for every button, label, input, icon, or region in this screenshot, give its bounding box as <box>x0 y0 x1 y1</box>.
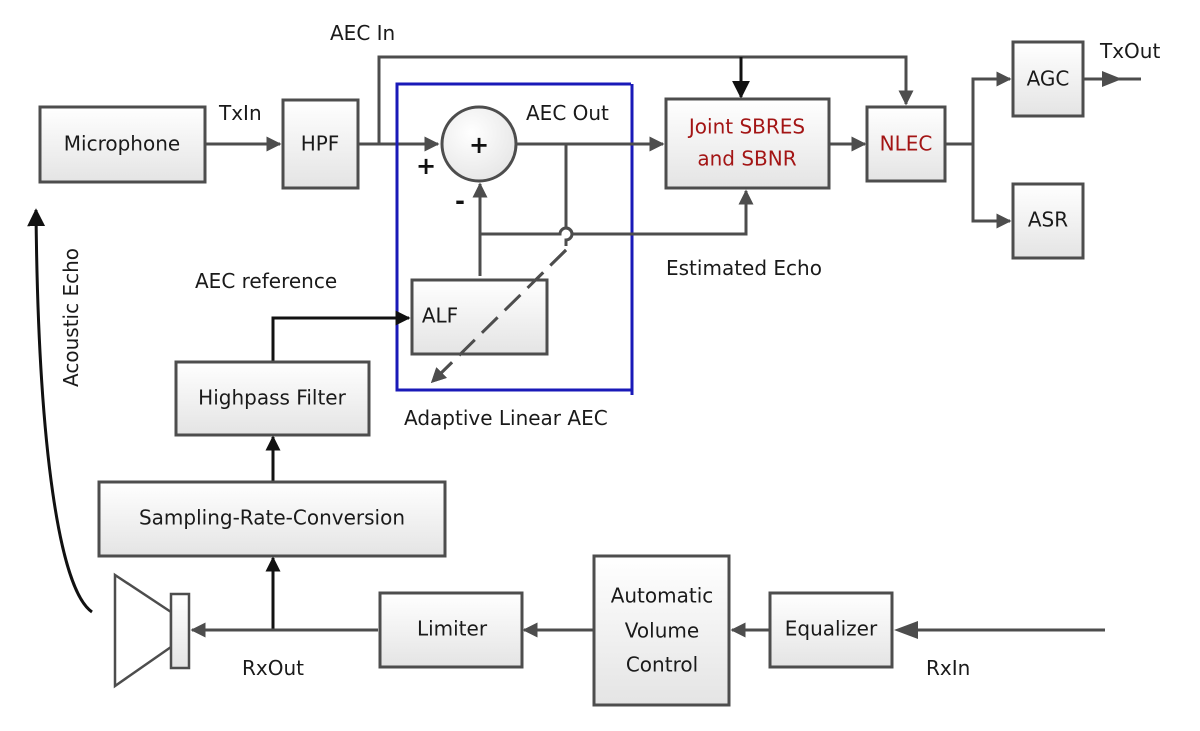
asr-block: ASR <box>1011 182 1085 260</box>
acoustic-echo-path <box>27 208 93 614</box>
aec-in-label: AEC In <box>330 21 395 45</box>
txout-label: TxOut <box>1099 39 1160 63</box>
aec-reference-label: AEC reference <box>195 269 337 293</box>
asr-label: ASR <box>1028 208 1068 232</box>
agc-label: AGC <box>1027 67 1070 91</box>
avc-label-line3: Control <box>626 653 698 677</box>
nlec-label: NLEC <box>880 132 933 156</box>
highpass-filter-block: Highpass Filter <box>174 360 371 437</box>
nlec-to-agc-wire <box>971 71 1012 144</box>
plus-input-sign: + <box>416 152 436 180</box>
agc-block: AGC <box>1011 40 1085 118</box>
equalizer-block: Equalizer <box>768 591 894 669</box>
estimated-echo-wire <box>480 189 754 236</box>
adaptive-linear-aec-label: Adaptive Linear AEC <box>404 406 608 430</box>
adaptive-linear-aec-boundary <box>395 82 631 392</box>
equalizer-label: Equalizer <box>785 617 878 641</box>
nlec-block: NLEC <box>865 105 947 183</box>
acoustic-echo-label: Acoustic Echo <box>59 248 83 387</box>
loudspeaker-icon <box>113 572 191 689</box>
microphone-block: Microphone <box>38 105 207 184</box>
summer-plus-sign: + <box>469 131 489 159</box>
rxin-label: RxIn <box>926 656 970 680</box>
avc-label-line1: Automatic <box>611 584 714 608</box>
joint-sbres-sbnr-block: Joint SBRES and SBNR <box>664 97 831 190</box>
txin-label: TxIn <box>218 101 262 125</box>
txout-arrow-icon <box>1102 71 1122 87</box>
aec-in-bypass-wire <box>377 55 914 144</box>
sampling-rate-conversion-block: Sampling-Rate-Conversion <box>97 480 447 558</box>
sampling-rate-conversion-label: Sampling-Rate-Conversion <box>139 506 405 530</box>
alf-block: ALF <box>410 278 549 356</box>
avc-label-line2: Volume <box>625 619 699 643</box>
aec-reference-wire <box>271 310 411 361</box>
joint-sbres-label-line1: Joint SBRES <box>687 115 805 139</box>
hpf-label: HPF <box>301 132 340 156</box>
limiter-label: Limiter <box>417 617 488 641</box>
hpf-block: HPF <box>281 98 360 190</box>
highpass-filter-label: Highpass Filter <box>198 386 346 410</box>
summing-junction: + <box>440 105 518 183</box>
limiter-block: Limiter <box>378 591 524 669</box>
automatic-volume-control-block: Automatic Volume Control <box>592 554 731 707</box>
aec-out-label: AEC Out <box>526 101 609 125</box>
joint-sbres-label-line2: and SBNR <box>697 147 796 171</box>
minus-input-sign: - <box>455 187 465 215</box>
estimated-echo-label: Estimated Echo <box>666 256 822 280</box>
nlec-to-asr-wire <box>971 144 1012 229</box>
rxin-arrow-icon <box>894 621 918 639</box>
alf-label: ALF <box>422 304 458 328</box>
rxout-label: RxOut <box>242 656 304 680</box>
microphone-label: Microphone <box>64 132 180 156</box>
